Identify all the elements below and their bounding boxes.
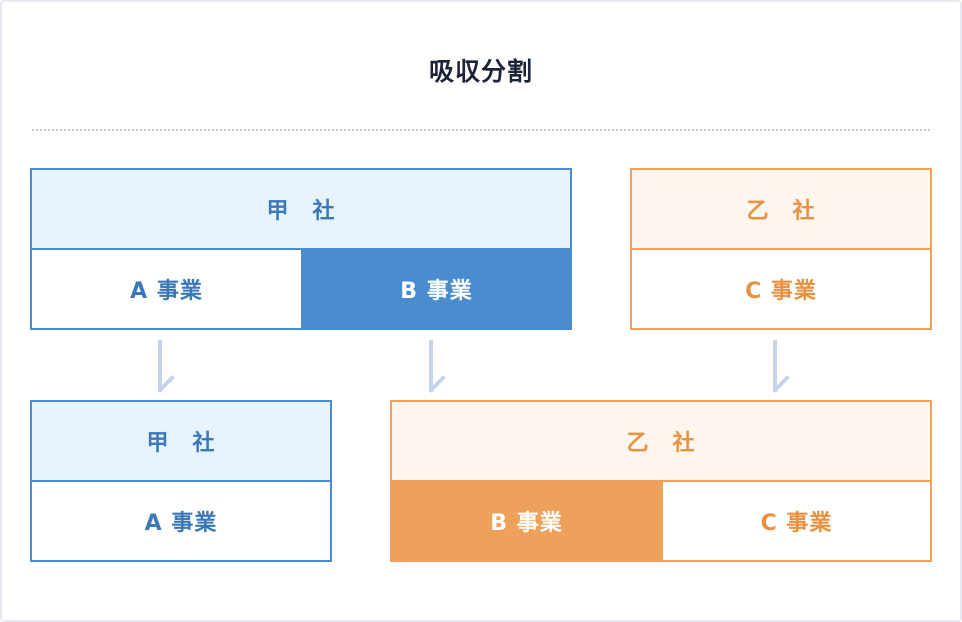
before-kou-header: 甲 社 <box>30 168 572 250</box>
business-label: A 事業 <box>144 511 218 536</box>
before-kou-business-b: B 事業 <box>301 248 572 330</box>
before-kou-name: 甲 社 <box>266 199 336 224</box>
diagram-title: 吸収分割 <box>428 57 533 86</box>
before-otsu-business-c: C 事業 <box>630 248 932 330</box>
after-otsu-header: 乙 社 <box>390 400 932 482</box>
after-otsu-name: 乙 社 <box>626 431 696 456</box>
business-label: A 事業 <box>130 279 203 304</box>
business-label: C 事業 <box>760 511 833 536</box>
business-label: B 事業 <box>490 511 563 536</box>
business-label: B 事業 <box>400 279 473 304</box>
after-kou-name: 甲 社 <box>146 431 216 456</box>
arrow-down-icon <box>772 340 790 393</box>
arrow-down-icon <box>157 340 175 393</box>
before-kou-business-a: A 事業 <box>30 248 303 330</box>
business-label: C 事業 <box>745 279 817 304</box>
after-kou-business-a: A 事業 <box>30 480 332 562</box>
after-kou-header: 甲 社 <box>30 400 332 482</box>
after-otsu-business-b: B 事業 <box>390 480 663 562</box>
arrow-down-icon <box>428 340 446 393</box>
before-otsu-name: 乙 社 <box>746 199 816 224</box>
after-otsu-business-c: C 事業 <box>661 480 932 562</box>
dotted-divider <box>32 129 930 131</box>
